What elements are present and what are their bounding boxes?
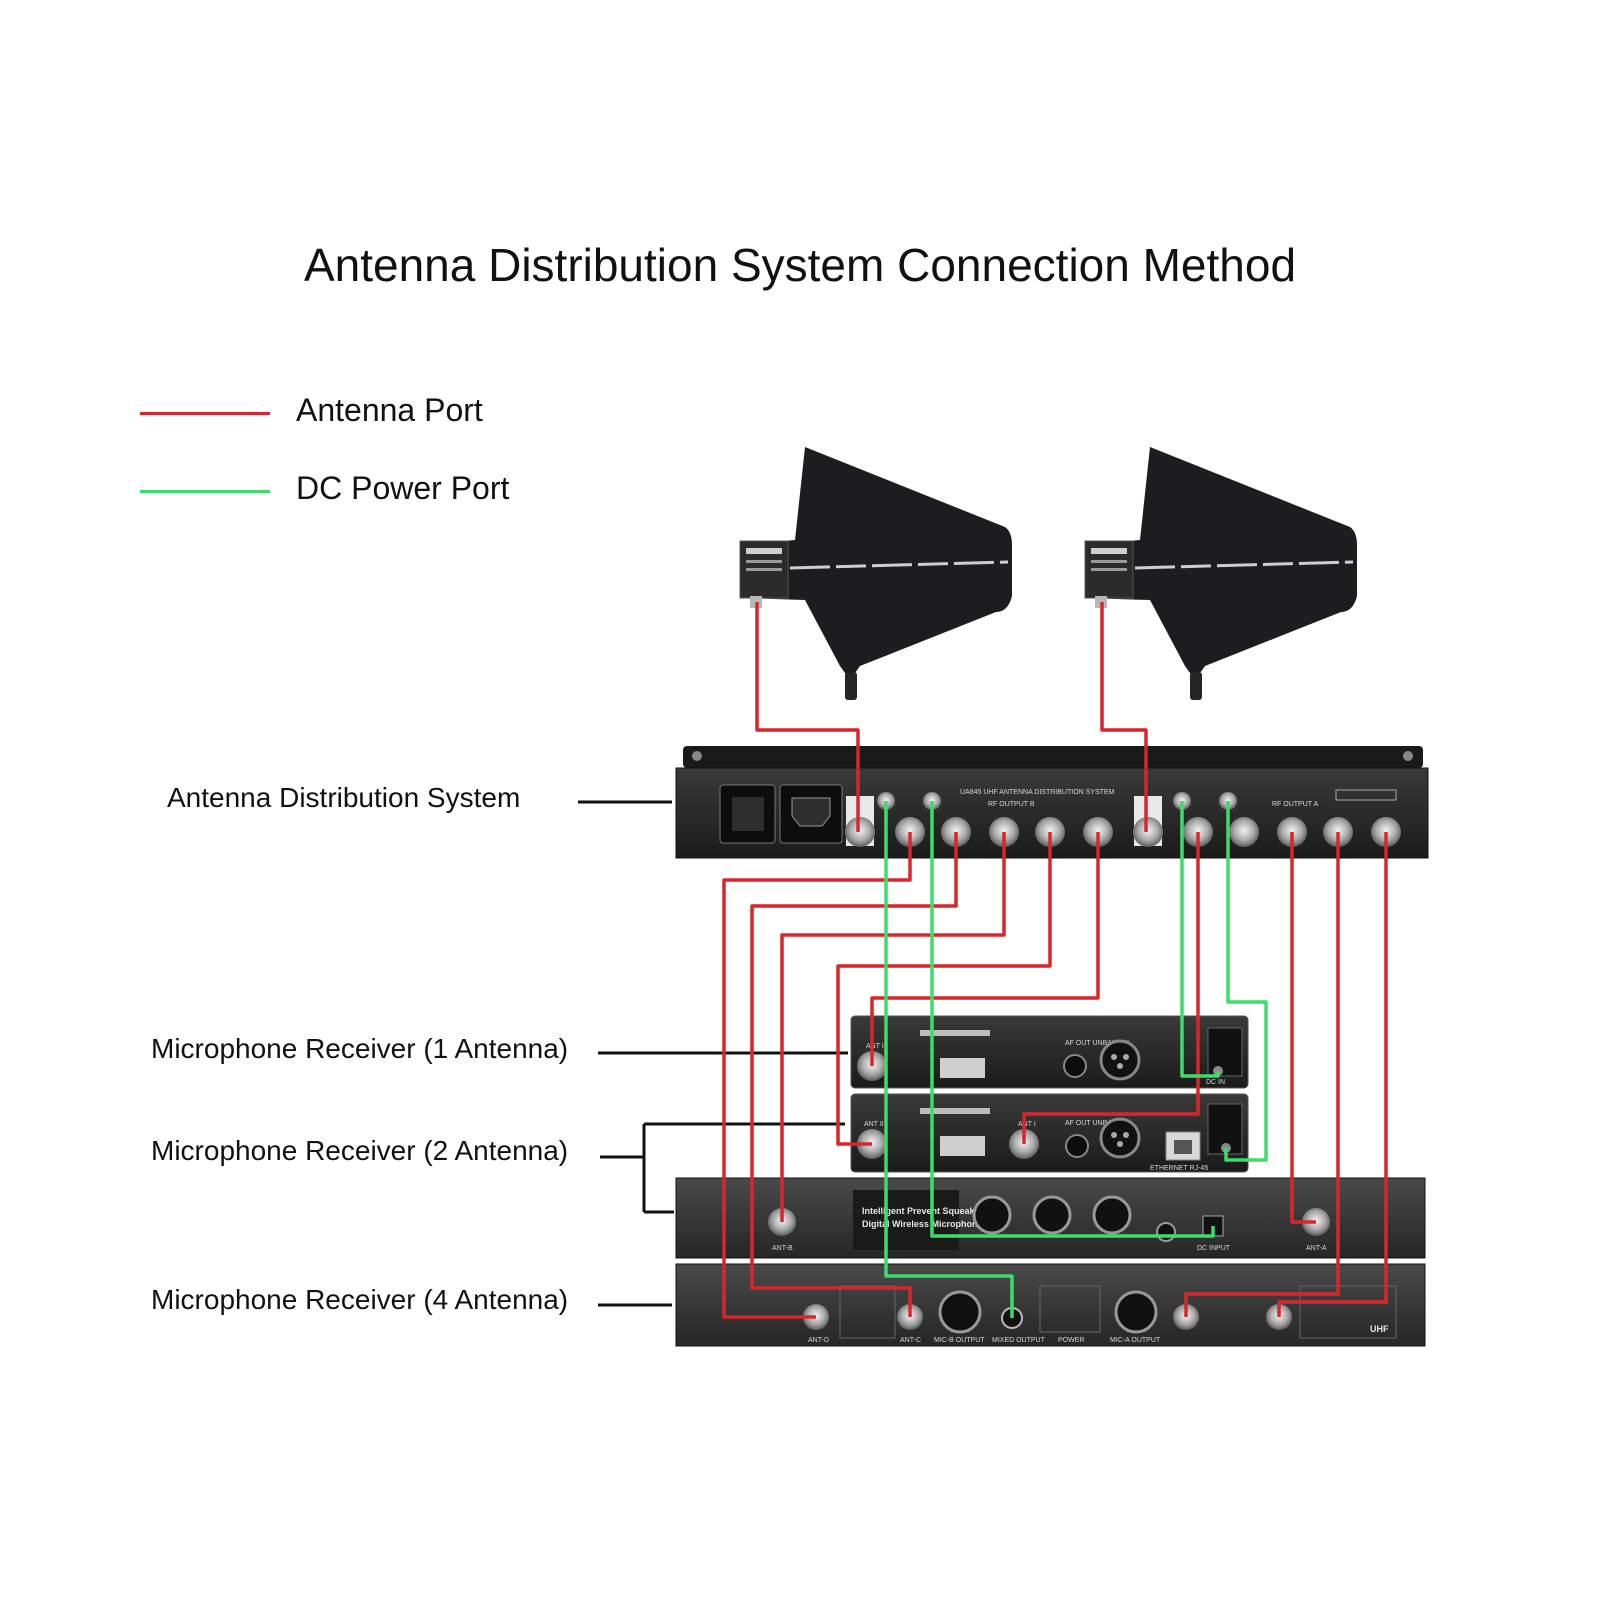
cable-rf-a5-to-rx4-ant-a xyxy=(1277,832,1388,1317)
rx4-ant-c-label: ANT-C xyxy=(900,1337,921,1344)
label-receiver-2-antenna: Microphone Receiver (2 Antenna) xyxy=(151,1135,569,1166)
ads-rf-out-a2 xyxy=(1229,817,1259,847)
rx2-ant-i-label: ANT I xyxy=(1018,1121,1036,1128)
cable-antenna-left-to-ads xyxy=(755,602,860,832)
dc-power-cables xyxy=(884,801,1268,1318)
ads-rf-output-b: RF OUTPUT B xyxy=(988,801,1035,808)
rx4-mic-a-output: MIC-A OUTPUT xyxy=(1110,1337,1161,1344)
wireless-brand-line2: Digital Wireless Microphone xyxy=(862,1219,982,1229)
rx2-ant-ii-label: ANT II xyxy=(864,1121,884,1128)
legend-label-dc-power-port: DC Power Port xyxy=(296,470,510,506)
label-receiver-4-antenna: Microphone Receiver (4 Antenna) xyxy=(151,1284,569,1315)
rx4-mic-b-output: MIC-B OUTPUT xyxy=(934,1337,985,1344)
cable-rf-b2-to-rx4-ant-c xyxy=(750,832,958,1317)
cable-dc-b1-to-rx4-mixed xyxy=(884,801,1014,1318)
label-receiver-1-antenna: Microphone Receiver (1 Antenna) xyxy=(151,1033,569,1064)
cable-rf-b4-to-rx2-ant-ii xyxy=(836,832,1052,1146)
cable-dc-a2-to-rx2-dc xyxy=(1224,801,1268,1162)
legend-line-antenna xyxy=(140,412,270,415)
wireless-brand-line1: Intelligent Prevent Squeak xyxy=(862,1206,976,1216)
cable-antenna-right-to-ads xyxy=(1100,602,1148,832)
rx4-uhf-badge: UHF xyxy=(1370,1324,1389,1334)
rx1-af-out: AF OUT UNBAL/BAL xyxy=(1065,1040,1131,1047)
ads-rf-output-a: RF OUTPUT A xyxy=(1272,801,1318,808)
wireless-dc-input-label: DC INPUT xyxy=(1197,1245,1231,1252)
cable-rf-a1-to-rx2-ant-i xyxy=(1022,832,1200,1144)
rx4-mixed-output-label: MIXED OUTPUT xyxy=(992,1337,1046,1344)
wireless-mic-receiver-unit: ANT-B Intelligent Prevent Squeak Digital… xyxy=(675,1177,1426,1259)
label-distribution-system: Antenna Distribution System xyxy=(167,782,521,813)
cable-rf-b3-to-wireless-ant-b xyxy=(780,832,1006,1222)
ads-model-text: UA845 UHF ANTENNA DISTRIBUTION SYSTEM xyxy=(960,789,1115,796)
ads-antenna-in-a xyxy=(1133,817,1163,847)
receiver-4-antenna-unit: ANT-D ANT-C MIC-B OUTPUT MIXED OUTPUT PO… xyxy=(675,1263,1426,1347)
cable-rf-b5-to-rx1-ant xyxy=(870,832,1100,1066)
legend-label-antenna-port: Antenna Port xyxy=(296,392,483,428)
antenna-distribution-unit: UA845 UHF ANTENNA DISTRIBUTION SYSTEM RF… xyxy=(675,746,1429,859)
rx2-af-out: AF OUT UNBAL/BAL xyxy=(1065,1120,1131,1127)
wireless-ant-a-label: ANT-A xyxy=(1306,1245,1327,1252)
cable-rf-b1-to-rx4-ant-d xyxy=(722,832,912,1319)
log-periodic-antenna-left xyxy=(739,447,1012,700)
receiver-2-antenna-unit: ANT II ANT I AF OUT UNBAL/BAL ETHERNET R… xyxy=(850,1093,1249,1173)
cable-rf-a3-to-wireless-ant-a xyxy=(1290,832,1316,1224)
antenna-cables xyxy=(722,602,1388,1319)
rx4-ant-d-label: ANT-D xyxy=(808,1337,829,1344)
cable-rf-a4-to-rx4-ant-b xyxy=(1184,832,1340,1317)
rx1-ant-label: ANT I xyxy=(866,1043,884,1050)
cable-dc-b2-to-wireless-dc xyxy=(930,801,1215,1238)
wireless-ant-b-label: ANT-B xyxy=(772,1245,793,1252)
leader-receiver-2 xyxy=(600,1122,845,1214)
ads-antenna-in-b xyxy=(845,817,875,847)
receiver-1-antenna-unit: ANT I AF OUT UNBAL/BAL DC IN xyxy=(850,1015,1249,1089)
rx1-dc-in-label: DC IN xyxy=(1206,1079,1225,1086)
rx2-ethernet-label: ETHERNET RJ-45 xyxy=(1150,1165,1208,1172)
log-periodic-antenna-right xyxy=(1084,447,1357,700)
diagram-title: Antenna Distribution System Connection M… xyxy=(303,239,1297,291)
rx4-power-label: POWER xyxy=(1058,1337,1084,1344)
legend-line-dc-power xyxy=(140,490,270,493)
cable-dc-a1-to-rx1-dc xyxy=(1180,801,1220,1078)
